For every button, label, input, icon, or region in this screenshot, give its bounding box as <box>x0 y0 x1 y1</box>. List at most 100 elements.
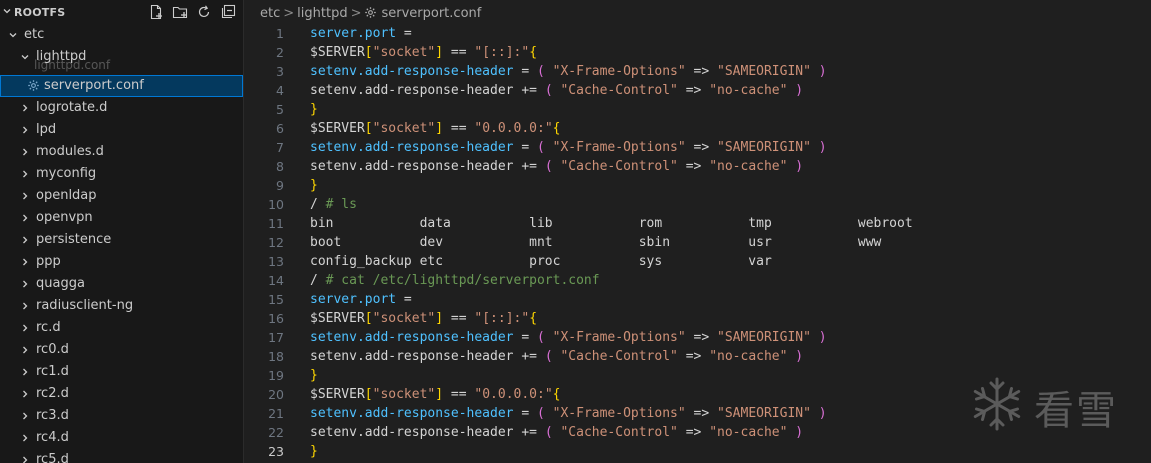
folder-item-etc[interactable]: etc <box>0 24 243 46</box>
chevron-right-icon[interactable] <box>20 323 30 333</box>
root-folder-label[interactable]: ROOTFS <box>14 6 66 19</box>
code-token: setenv.add-response-header <box>310 140 514 155</box>
code-token: "[::]:" <box>474 45 530 60</box>
new-folder-icon[interactable] <box>172 4 188 20</box>
chevron-right-icon[interactable] <box>20 389 30 399</box>
code-line[interactable]: 10/ # ls <box>244 195 1151 214</box>
code-token: ] <box>435 45 444 60</box>
file-item-serverport-conf[interactable]: serverport.conf <box>0 75 243 97</box>
breadcrumb-separator: > <box>350 6 362 21</box>
chevron-right-icon[interactable] <box>20 279 30 289</box>
chevron-right-icon[interactable] <box>20 345 30 355</box>
folder-item-radiusclient-ng[interactable]: radiusclient-ng <box>0 295 243 317</box>
code-token: "no-cache" <box>709 83 788 98</box>
breadcrumb-item-etc[interactable]: etc <box>260 6 281 21</box>
folder-item-rc3-d[interactable]: rc3.d <box>0 405 243 427</box>
folder-item-rc5-d[interactable]: rc5.d <box>0 449 243 463</box>
chevron-right-icon[interactable] <box>20 103 30 113</box>
code-line[interactable]: 5} <box>244 100 1151 119</box>
code-token: ( <box>544 349 553 364</box>
code-token: bin data lib rom tmp webroot <box>310 216 913 231</box>
code-line[interactable]: 23} <box>244 442 1151 461</box>
folder-item-persistence[interactable]: persistence <box>0 229 243 251</box>
new-file-icon[interactable] <box>148 4 164 20</box>
folder-item-rc4-d[interactable]: rc4.d <box>0 427 243 449</box>
code-token: "socket" <box>372 387 436 402</box>
code-line[interactable]: 14/ # cat /etc/lighttpd/serverport.conf <box>244 271 1151 290</box>
code-line[interactable]: 16$SERVER["socket"] == "[::]:"{ <box>244 309 1151 328</box>
code-token: "SAMEORIGIN" <box>717 330 811 345</box>
code-token: $SERVER <box>310 311 365 326</box>
folder-item-rc2-d[interactable]: rc2.d <box>0 383 243 405</box>
line-text: bin data lib rom tmp webroot <box>310 214 913 233</box>
folder-item-openvpn[interactable]: openvpn <box>0 207 243 229</box>
code-token: => <box>677 83 710 98</box>
folder-item-openldap[interactable]: openldap <box>0 185 243 207</box>
folder-item-lighttpd[interactable]: lighttpd <box>0 46 243 68</box>
chevron-right-icon[interactable] <box>20 125 30 135</box>
code-token: == <box>443 45 475 60</box>
tree-item-label: ppp <box>36 254 61 269</box>
folder-item-rc0-d[interactable]: rc0.d <box>0 339 243 361</box>
explorer-header[interactable]: ROOTFS <box>0 0 243 26</box>
chevron-right-icon[interactable] <box>20 257 30 267</box>
tree-item-label: modules.d <box>36 144 104 159</box>
refresh-icon[interactable] <box>196 4 212 20</box>
collapse-all-icon[interactable] <box>220 4 236 20</box>
chevron-right-icon[interactable] <box>20 213 30 223</box>
chevron-right-icon[interactable] <box>20 147 30 157</box>
folder-item-logrotate-d[interactable]: logrotate.d <box>0 97 243 119</box>
folder-item-rc-d[interactable]: rc.d <box>0 317 243 339</box>
line-number: 7 <box>276 140 284 155</box>
chevron-down-icon[interactable] <box>8 30 18 40</box>
chevron-right-icon[interactable] <box>20 433 30 443</box>
code-token: ) <box>818 140 827 155</box>
folder-item-modules-d[interactable]: modules.d <box>0 141 243 163</box>
chevron-right-icon[interactable] <box>20 367 30 377</box>
chevron-right-icon[interactable] <box>20 191 30 201</box>
code-token: ) <box>795 83 804 98</box>
chevron-right-icon[interactable] <box>20 301 30 311</box>
line-text: server.port = <box>310 24 412 43</box>
chevron-down-icon[interactable] <box>20 52 30 62</box>
folder-item-myconfig[interactable]: myconfig <box>0 163 243 185</box>
code-token: = <box>513 140 537 155</box>
code-line[interactable]: 6$SERVER["socket"] == "0.0.0.0:"{ <box>244 119 1151 138</box>
chevron-down-icon[interactable] <box>2 6 12 16</box>
chevron-right-icon[interactable] <box>20 455 30 463</box>
folder-item-quagga[interactable]: quagga <box>0 273 243 295</box>
chevron-right-icon[interactable] <box>20 235 30 245</box>
folder-item-ppp[interactable]: ppp <box>0 251 243 273</box>
chevron-right-icon[interactable] <box>20 169 30 179</box>
code-line[interactable]: 2$SERVER["socket"] == "[::]:"{ <box>244 43 1151 62</box>
line-text: $SERVER["socket"] == "[::]:"{ <box>310 309 537 328</box>
code-line[interactable]: 20$SERVER["socket"] == "0.0.0.0:"{ <box>244 385 1151 404</box>
chevron-right-icon[interactable] <box>20 411 30 421</box>
folder-item-rc1-d[interactable]: rc1.d <box>0 361 243 383</box>
code-line[interactable]: 9} <box>244 176 1151 195</box>
code-token: "socket" <box>372 121 436 136</box>
breadcrumb-item-lighttpd[interactable]: lighttpd <box>297 6 348 21</box>
folder-item-lpd[interactable]: lpd <box>0 119 243 141</box>
code-token: ( <box>544 159 553 174</box>
line-number: 15 <box>268 292 284 307</box>
breadcrumb-item-file[interactable]: serverport.conf <box>381 6 482 21</box>
code-token: += <box>513 159 545 174</box>
code-line[interactable]: 19} <box>244 366 1151 385</box>
